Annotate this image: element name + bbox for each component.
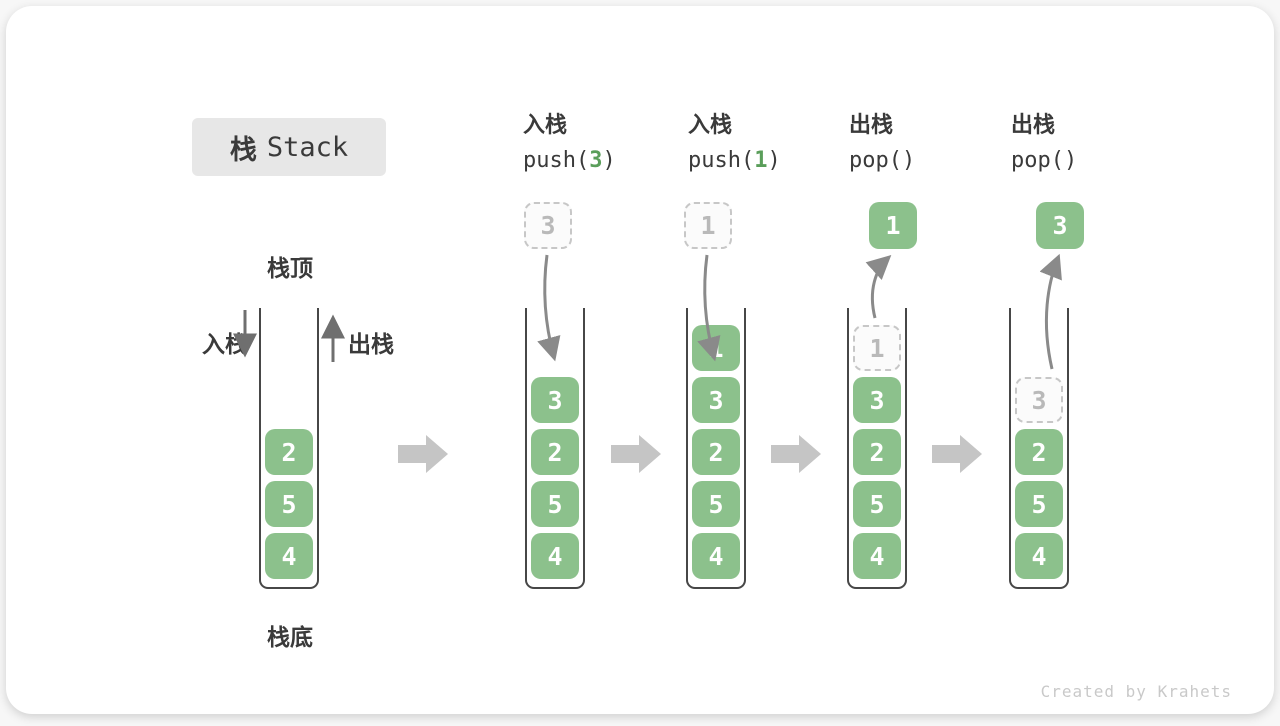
stage-label-push-1: 入栈 push(1) [688, 113, 781, 174]
op-name: 出栈 [849, 113, 894, 138]
title-badge: 栈 Stack [192, 118, 386, 176]
stack-element: 5 [265, 481, 313, 527]
stack-element: 5 [853, 481, 901, 527]
stack-after-pop-1: 1 3 2 5 4 [847, 308, 907, 589]
stack-element: 1 [692, 325, 740, 371]
next-stage-arrow [771, 435, 821, 473]
push-direction-label: 入栈 [202, 332, 248, 358]
incoming-value-box: 1 [684, 202, 732, 249]
stack-element: 5 [692, 481, 740, 527]
op-code: pop() [849, 148, 916, 173]
op-name: 入栈 [523, 113, 568, 138]
title-en: Stack [266, 131, 349, 163]
stack-after-push-1: 1 3 2 5 4 [686, 308, 746, 589]
stack-element: 5 [1015, 481, 1063, 527]
popped-value-box: 1 [869, 202, 917, 249]
popped-value-box: 3 [1036, 202, 1084, 249]
op-name: 入栈 [688, 113, 733, 138]
diagram-card: 栈 Stack 栈顶 栈底 入栈 出栈 入栈 push(3) 入栈 push(1… [6, 6, 1274, 714]
stack-after-push-3: 3 2 5 4 [525, 308, 585, 589]
op-code: push(1) [688, 148, 781, 173]
next-stage-arrow [932, 435, 982, 473]
stack-element: 4 [531, 533, 579, 579]
pop-direction-label: 出栈 [348, 332, 394, 358]
watermark: Created by Krahets [1040, 682, 1232, 701]
stack-element: 2 [265, 429, 313, 475]
removed-element-ghost: 3 [1015, 377, 1063, 423]
stack-element: 5 [531, 481, 579, 527]
stage-label-push-3: 入栈 push(3) [523, 113, 616, 174]
stack-top-label: 栈顶 [267, 256, 313, 282]
op-name: 出栈 [1011, 113, 1056, 138]
stack-initial: 2 5 4 [259, 308, 319, 589]
stack-element: 2 [692, 429, 740, 475]
stage-label-pop-first: 出栈 pop() [849, 113, 915, 174]
op-code: push(3) [523, 148, 616, 173]
op-arg: 1 [754, 148, 768, 173]
op-code: pop() [1011, 148, 1078, 173]
stack-element: 2 [853, 429, 901, 475]
stack-element: 3 [692, 377, 740, 423]
stack-element: 2 [531, 429, 579, 475]
title-cjk: 栈 [229, 134, 257, 166]
stack-element: 4 [1015, 533, 1063, 579]
stack-element: 4 [692, 533, 740, 579]
next-stage-arrow [611, 435, 661, 473]
next-stage-arrow [398, 435, 448, 473]
stack-after-pop-3: 3 2 5 4 [1009, 308, 1069, 589]
stack-element: 2 [1015, 429, 1063, 475]
incoming-value-box: 3 [524, 202, 572, 249]
stack-element: 4 [265, 533, 313, 579]
stack-element: 3 [531, 377, 579, 423]
stage-label-pop-second: 出栈 pop() [1011, 113, 1077, 174]
stack-element: 3 [853, 377, 901, 423]
stack-element: 4 [853, 533, 901, 579]
removed-element-ghost: 1 [853, 325, 901, 371]
arrows-overlay [233, 253, 1062, 473]
stack-bottom-label: 栈底 [267, 625, 313, 651]
op-arg: 3 [589, 148, 603, 173]
